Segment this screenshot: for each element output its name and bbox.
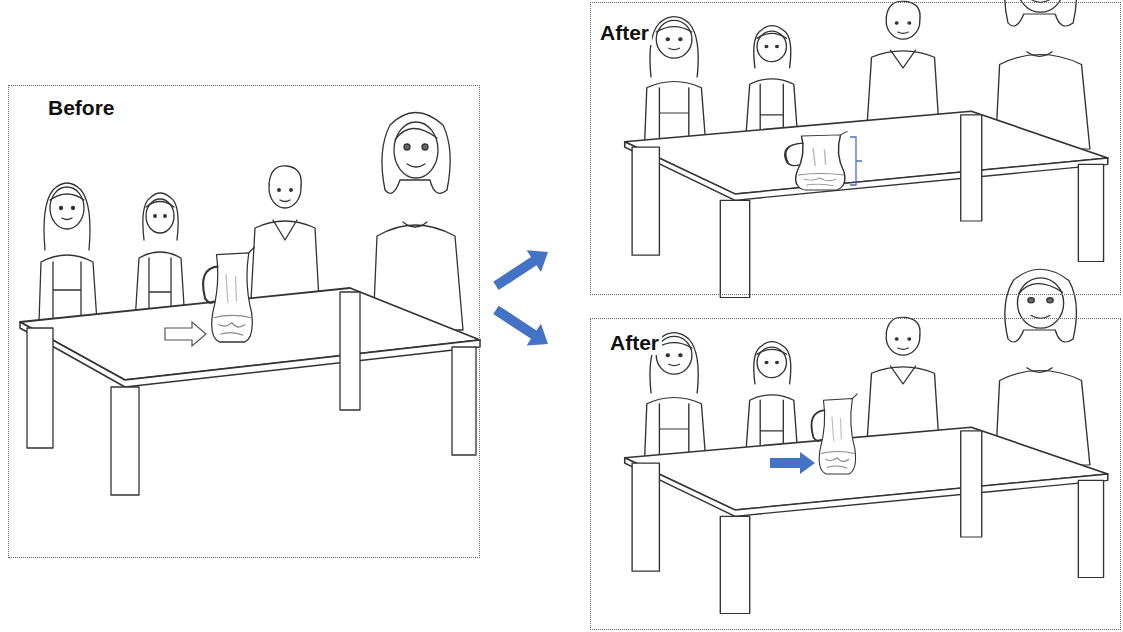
after-scene [625, 0, 1108, 298]
scene-panel: Before [8, 85, 480, 558]
move-arrow [770, 452, 815, 474]
panel-title: After [607, 331, 662, 355]
panel-title: After [597, 21, 652, 45]
scene-panel: After [590, 318, 1121, 630]
before-scene [20, 113, 480, 496]
scene-panel: After [590, 2, 1121, 295]
height-bracket [850, 137, 862, 185]
flow-arrow [493, 306, 548, 346]
panel-title: Before [45, 96, 118, 120]
pitcher [785, 131, 847, 190]
move-arrow [165, 322, 206, 346]
flow-arrow [493, 250, 548, 290]
pitcher [811, 394, 857, 474]
pitcher [203, 247, 254, 342]
after-scene [625, 269, 1108, 613]
